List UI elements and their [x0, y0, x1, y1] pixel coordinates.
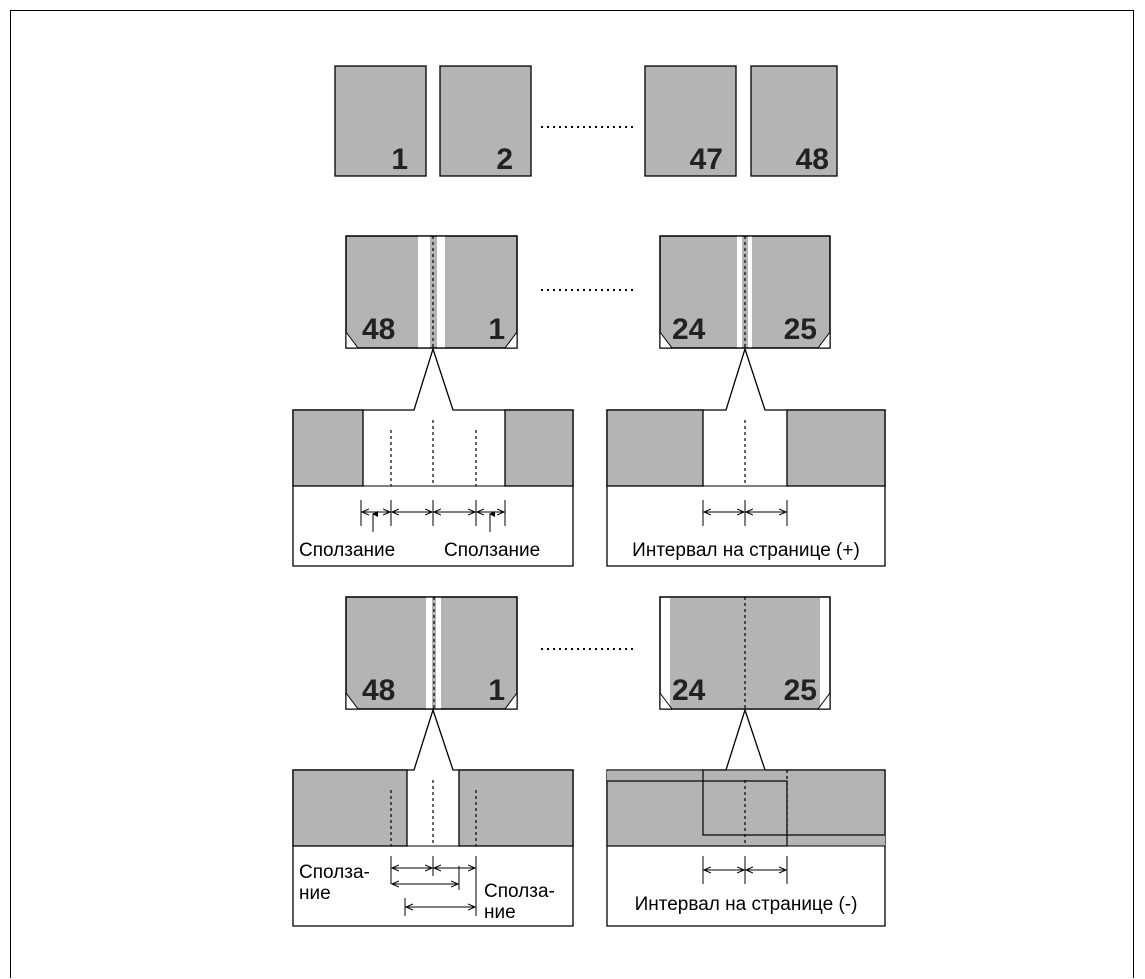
interval-minus-label: Интервал на странице (-)	[635, 894, 858, 915]
spread-page-24: 24	[672, 674, 706, 707]
spread-page-24: 24	[672, 313, 706, 346]
figure-frame	[10, 10, 1134, 978]
page-number-2: 2	[496, 143, 513, 176]
spread-page-48: 48	[362, 313, 395, 346]
callout-creep-plus: Сползание Сползание	[292, 346, 574, 567]
page-48: 48	[750, 65, 838, 177]
page-47: 47	[644, 65, 737, 177]
page-number-47: 47	[690, 143, 723, 176]
creep-label: Сползание	[444, 540, 540, 561]
creep-label: ние	[484, 902, 516, 923]
page-2: 2	[439, 65, 532, 177]
spread-24-25-minus: 24 25	[659, 596, 831, 710]
spread-page-48: 48	[362, 674, 395, 707]
callout-interval-plus: Интервал на странице (+)	[606, 346, 886, 567]
spread-48-1-plus: 48 1	[345, 235, 518, 349]
page-number-1: 1	[391, 143, 408, 176]
creep-label: Сполза-	[299, 862, 370, 883]
creep-label: Сполза-	[484, 881, 555, 902]
creep-label: Сползание	[299, 540, 395, 561]
callout-interval-minus: Интервал на странице (-)	[606, 707, 886, 927]
spread-24-25-plus: 24 25	[659, 235, 831, 349]
spread-page-1: 1	[488, 674, 505, 707]
creep-label: ние	[299, 883, 331, 904]
spread-page-25: 25	[784, 313, 817, 346]
spread-page-25: 25	[784, 674, 817, 707]
spread-48-1-minus: 48 1	[345, 596, 518, 710]
page-number-48: 48	[796, 143, 829, 176]
page-1: 1	[334, 65, 427, 177]
spread-page-1: 1	[488, 313, 505, 346]
callout-creep-minus: Сполза- ние Сполза- ние	[292, 707, 574, 927]
interval-plus-label: Интервал на странице (+)	[632, 540, 860, 561]
page-sequence: 1 2 47 48	[334, 65, 838, 177]
